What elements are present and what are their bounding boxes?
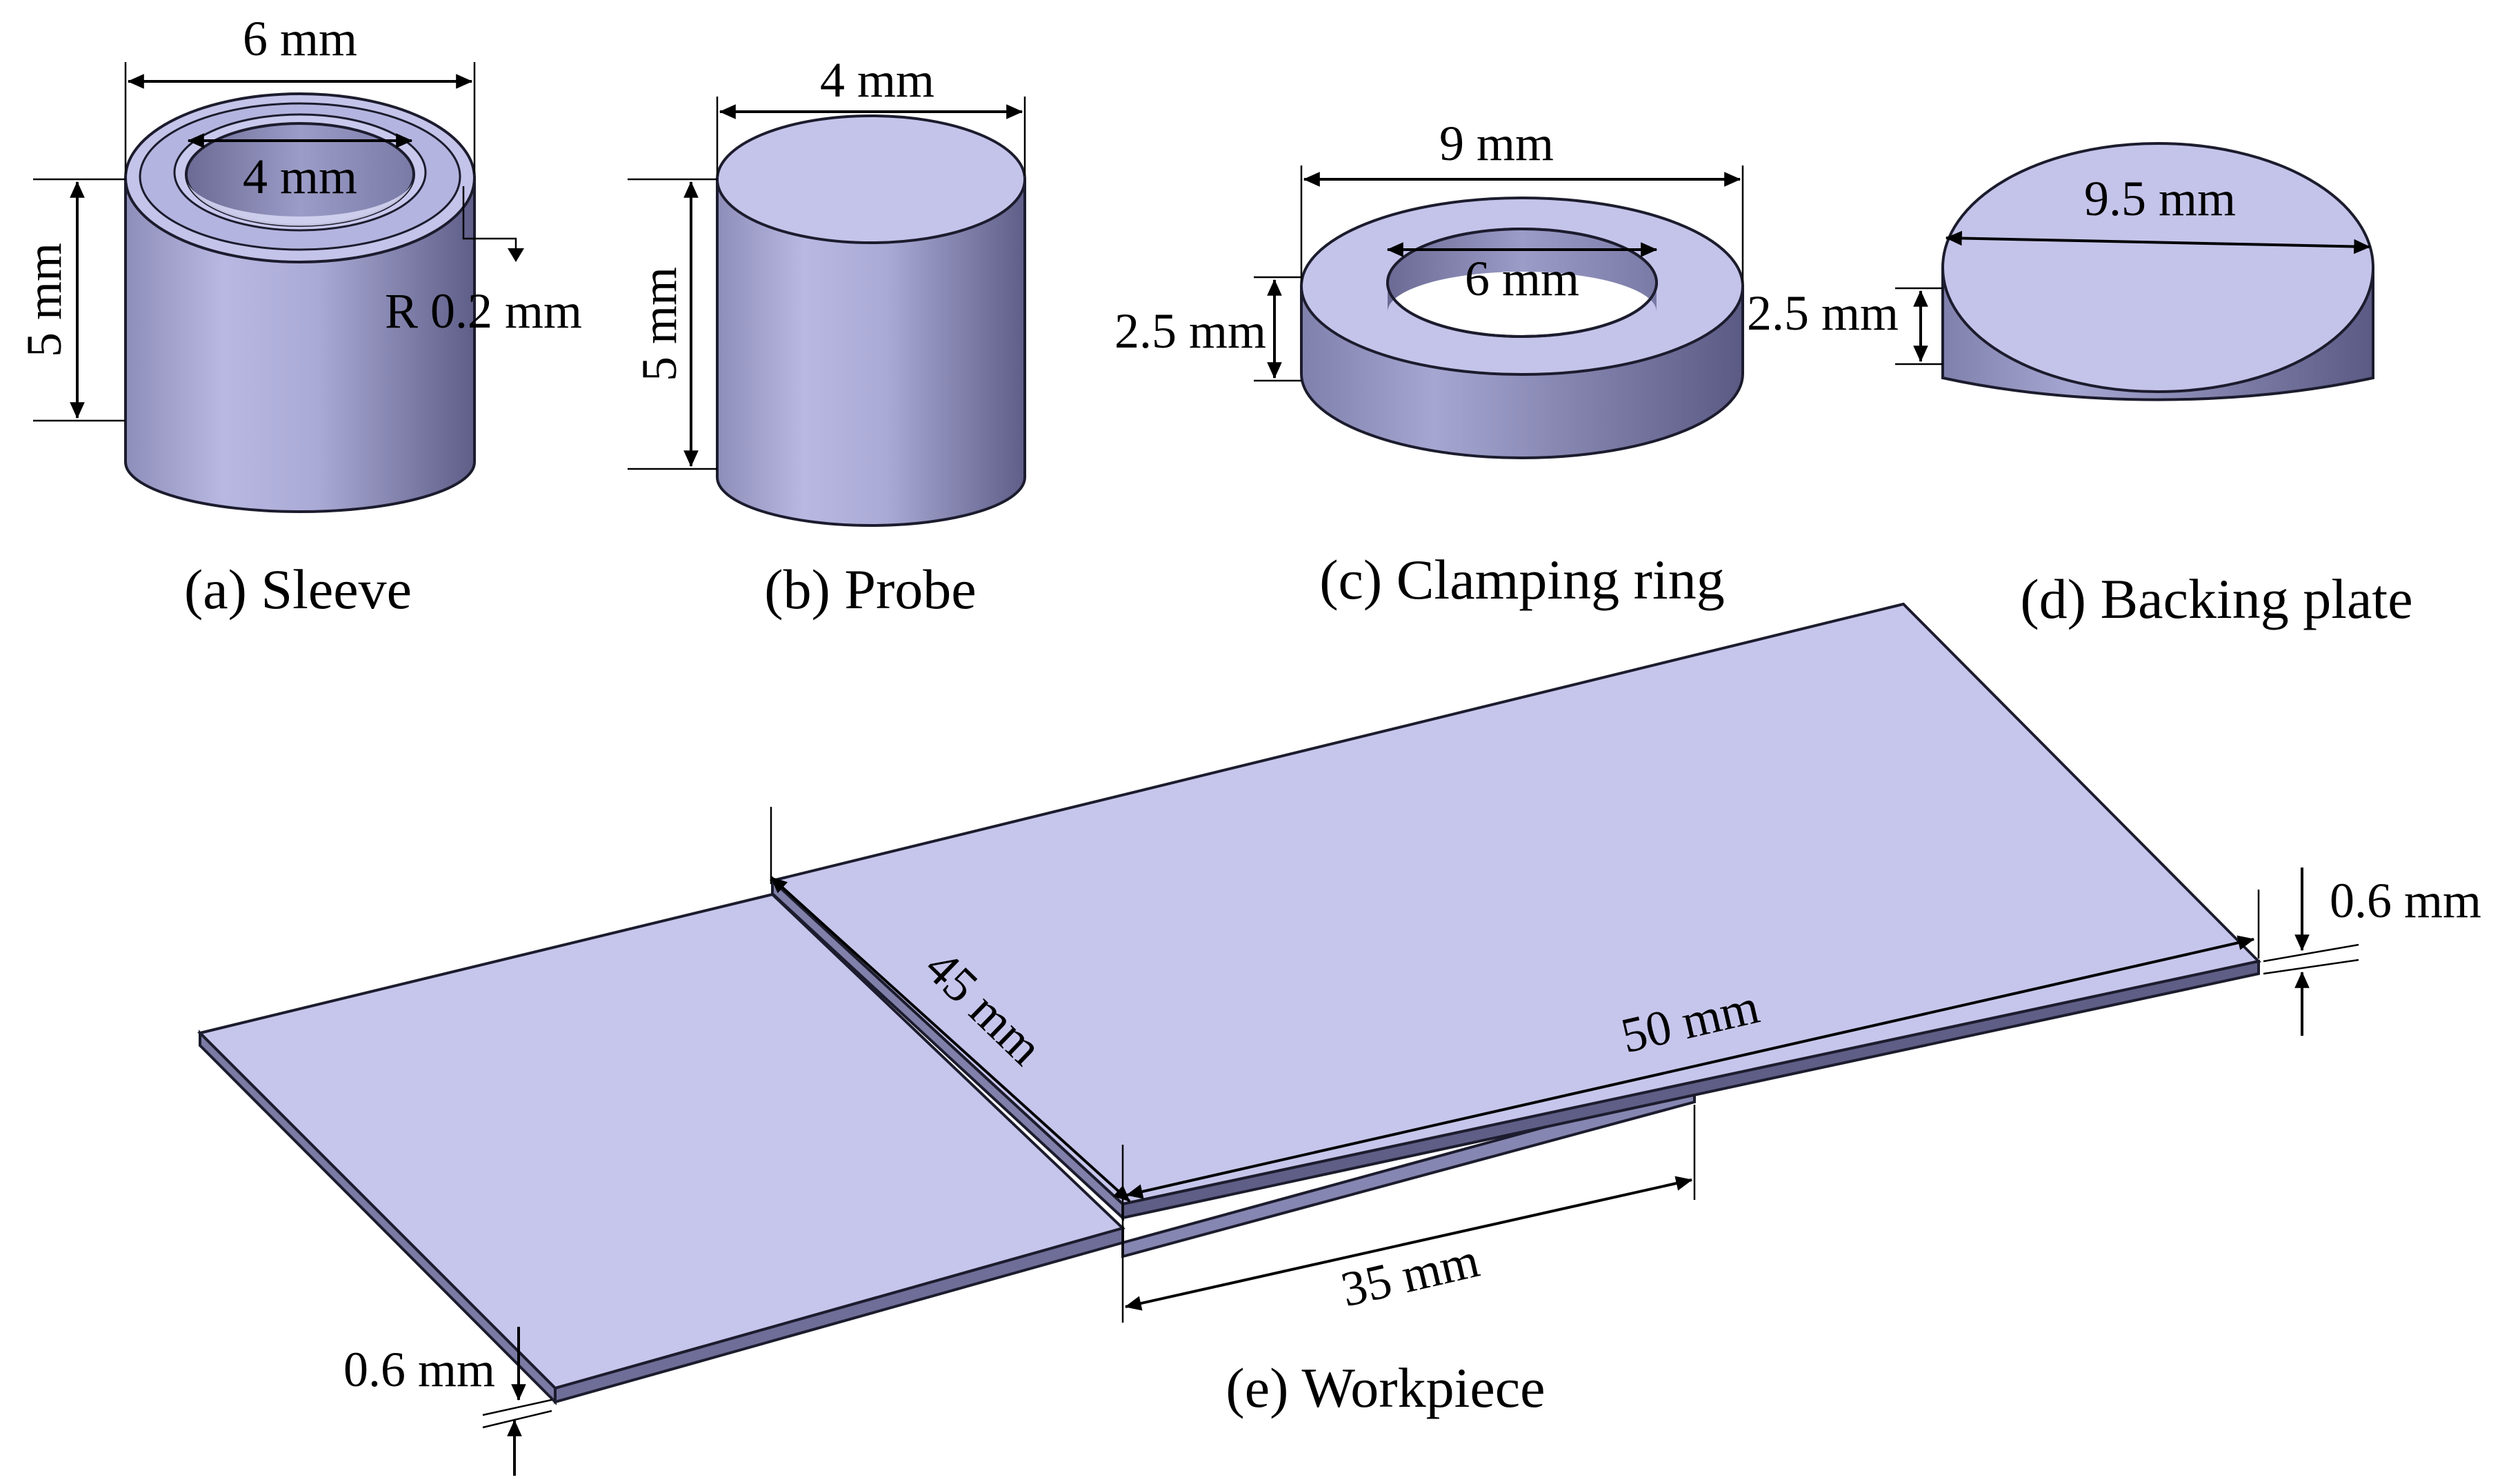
sleeve-inner-diameter-label: 4 mm: [243, 149, 357, 204]
workpiece-overlap-label: 35 mm: [1336, 1232, 1484, 1317]
clamping-ring-body: [1300, 197, 1744, 459]
probe-diameter-label: 4 mm: [820, 52, 934, 108]
clamping-ring-height-label: 2.5 mm: [1114, 303, 1266, 359]
sleeve-fillet-leader: [462, 186, 517, 257]
backing-plate-diameter-label: 9.5 mm: [2084, 171, 2236, 226]
clamping-ring-figure: 9 mm 6 mm 2.5 mm (c) Clamping ring: [1114, 116, 1744, 611]
sleeve-caption: (a) Sleeve: [184, 558, 412, 621]
sleeve-fillet-label: R 0.2 mm: [385, 283, 582, 339]
backing-plate-diameter-line: [1945, 230, 2371, 254]
workpiece-figure: 45 mm 50 mm 35 mm 0.6 mm 0.6 mm (e) Work…: [197, 602, 2481, 1476]
workpiece-bottom-thickness-label: 0.6 mm: [343, 1342, 495, 1397]
backing-plate-caption: (d) Backing plate: [2020, 568, 2412, 630]
probe-body: [716, 114, 1026, 527]
backing-plate-body: [1941, 142, 2374, 401]
backing-plate-figure: 9.5 mm 2.5 mm (d) Backing plate: [1747, 142, 2413, 630]
workpiece-length-line: [1126, 935, 2255, 1199]
clamping-ring-inner-diameter-label: 6 mm: [1465, 251, 1579, 306]
backing-plate-height-label: 2.5 mm: [1747, 285, 1899, 341]
sleeve-outer-diameter-label: 6 mm: [243, 11, 357, 66]
probe-figure: 4 mm 5 mm (b) Probe: [628, 52, 1026, 621]
probe-height-label: 5 mm: [632, 267, 687, 381]
workpiece-top-thickness-label: 0.6 mm: [2330, 873, 2481, 928]
clamping-ring-caption: (c) Clamping ring: [1319, 548, 1725, 611]
workpiece-caption: (e) Workpiece: [1226, 1356, 1545, 1419]
sleeve-height-label: 5 mm: [17, 243, 72, 357]
workpiece-overlap-line: [1124, 1176, 1693, 1311]
sleeve-figure: 6 mm 4 mm 5 mm R 0.2 mm (a) Sleeve: [17, 11, 582, 621]
workpiece-width-line: [770, 876, 1131, 1203]
clamping-ring-outer-diameter-label: 9 mm: [1439, 116, 1554, 171]
probe-caption: (b) Probe: [764, 558, 976, 621]
